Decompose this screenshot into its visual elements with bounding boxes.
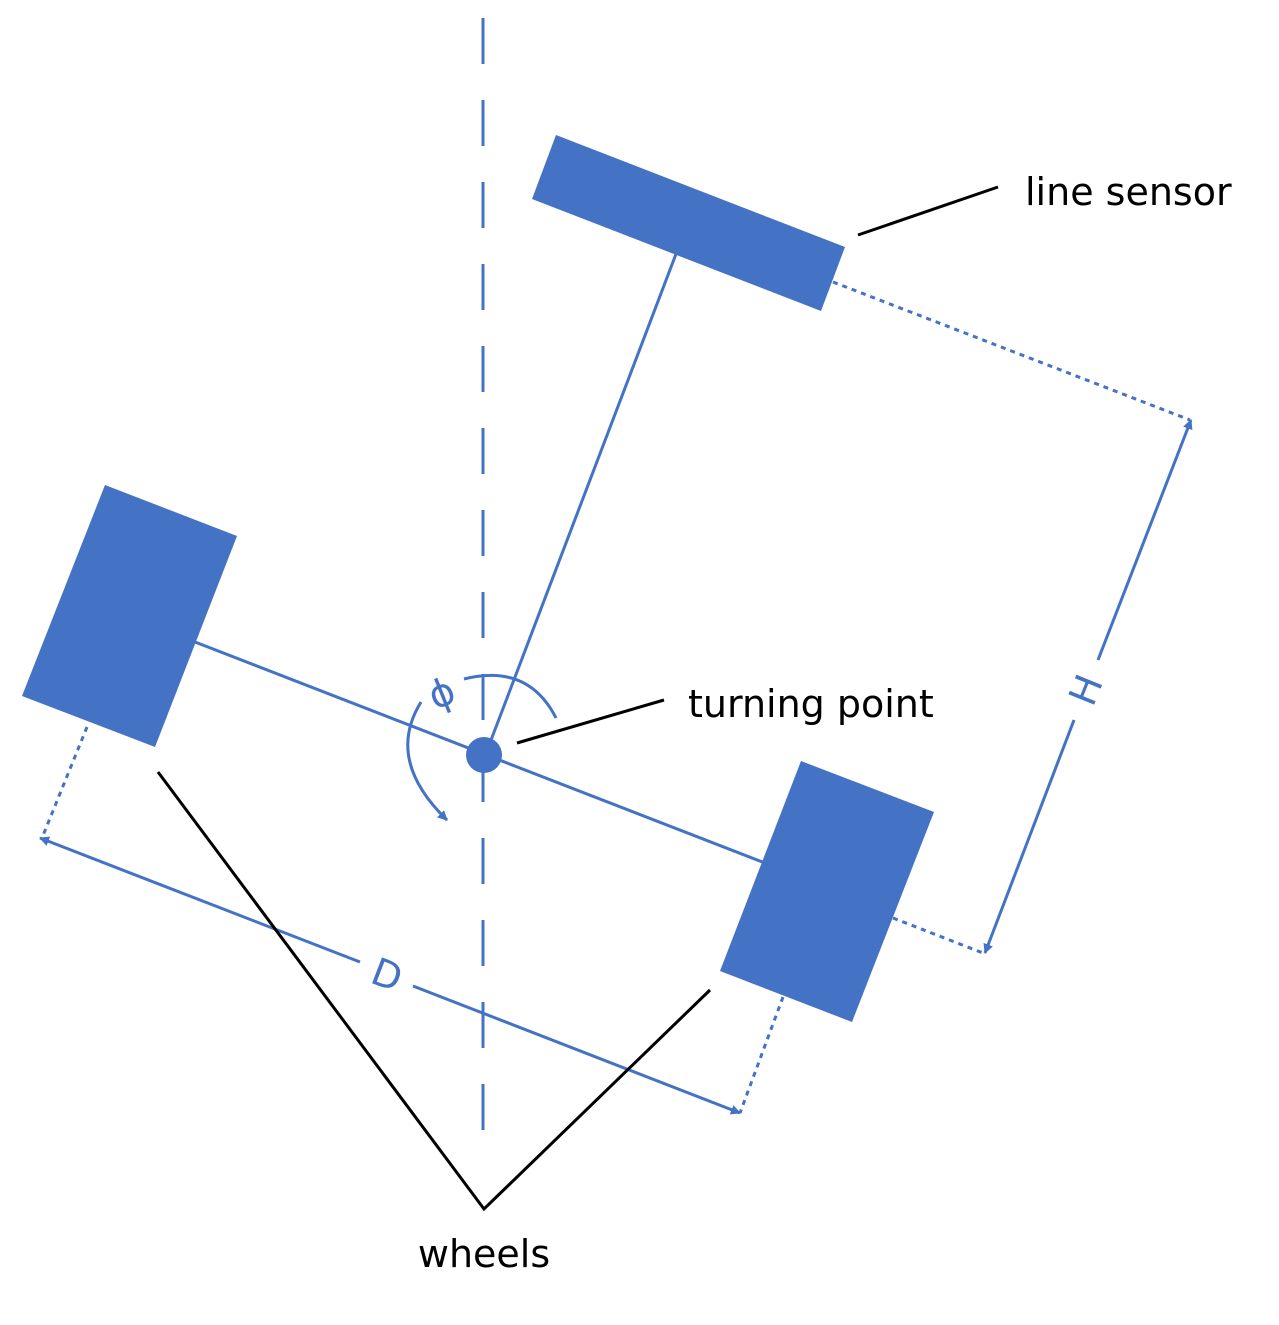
h-dimension-label: H bbox=[1060, 669, 1112, 712]
wheels-label: wheels bbox=[418, 1232, 550, 1276]
h-dimension-arrow-bottom bbox=[983, 719, 1076, 954]
phi-symbol: ϕ bbox=[422, 668, 462, 718]
left-wheel-extension-dotted bbox=[40, 726, 89, 839]
line-sensor-bar bbox=[532, 135, 845, 311]
turning-point-label: turning point bbox=[688, 682, 934, 726]
phi-angle-arc-upper bbox=[463, 674, 558, 719]
phi-angle-arc-lower bbox=[406, 701, 449, 822]
d-dimension-arrow-right bbox=[412, 984, 741, 1115]
right-wheel-extension-dotted bbox=[892, 916, 984, 955]
d-dimension-label: D bbox=[365, 949, 408, 1001]
wheels-leader bbox=[156, 771, 712, 1212]
turning-point-leader bbox=[516, 698, 665, 745]
turning-point-dot bbox=[466, 737, 502, 773]
sensor-rod bbox=[486, 253, 678, 749]
left-wheel bbox=[22, 485, 237, 747]
line-sensor-label: line sensor bbox=[1025, 170, 1232, 214]
right-wheel-bottom-extension-dotted bbox=[738, 996, 785, 1114]
sensor-extension-dotted bbox=[832, 280, 1191, 422]
right-wheel bbox=[720, 761, 934, 1022]
h-dimension-arrow-top bbox=[1096, 419, 1193, 661]
line-sensor-leader bbox=[857, 185, 999, 237]
d-dimension-arrow-left bbox=[39, 836, 361, 964]
